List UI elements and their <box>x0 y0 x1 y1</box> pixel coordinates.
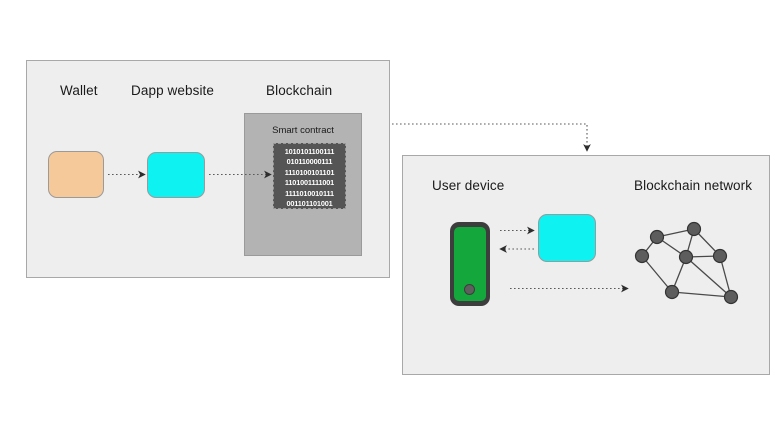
label-dapp-website: Dapp website <box>131 83 214 98</box>
label-blockchain: Blockchain <box>266 83 333 98</box>
code-line: 010110000111 <box>286 157 333 167</box>
code-line: 1111010010111 <box>285 188 334 198</box>
code-line: 1010101100111 <box>284 147 335 156</box>
label-wallet: Wallet <box>60 83 98 98</box>
dapp-website-node[interactable] <box>147 152 205 198</box>
phone-home-button-icon[interactable] <box>464 284 475 295</box>
user-device-phone[interactable] <box>450 222 490 306</box>
browser-node[interactable] <box>538 214 596 262</box>
label-blockchain-network: Blockchain network <box>634 178 753 193</box>
smart-contract-code-block: 1010101100111 010110000111 1110100101101… <box>273 143 346 209</box>
label-user-device: User device <box>432 178 505 193</box>
wallet-node[interactable] <box>48 151 104 198</box>
connector-blockchain-to-network <box>392 123 591 152</box>
code-line: 1110100101101 <box>284 167 335 177</box>
code-line: 1101001111001 <box>284 178 335 188</box>
label-smart-contract: Smart contract <box>272 125 334 136</box>
code-line: 001101101001 <box>286 199 333 209</box>
